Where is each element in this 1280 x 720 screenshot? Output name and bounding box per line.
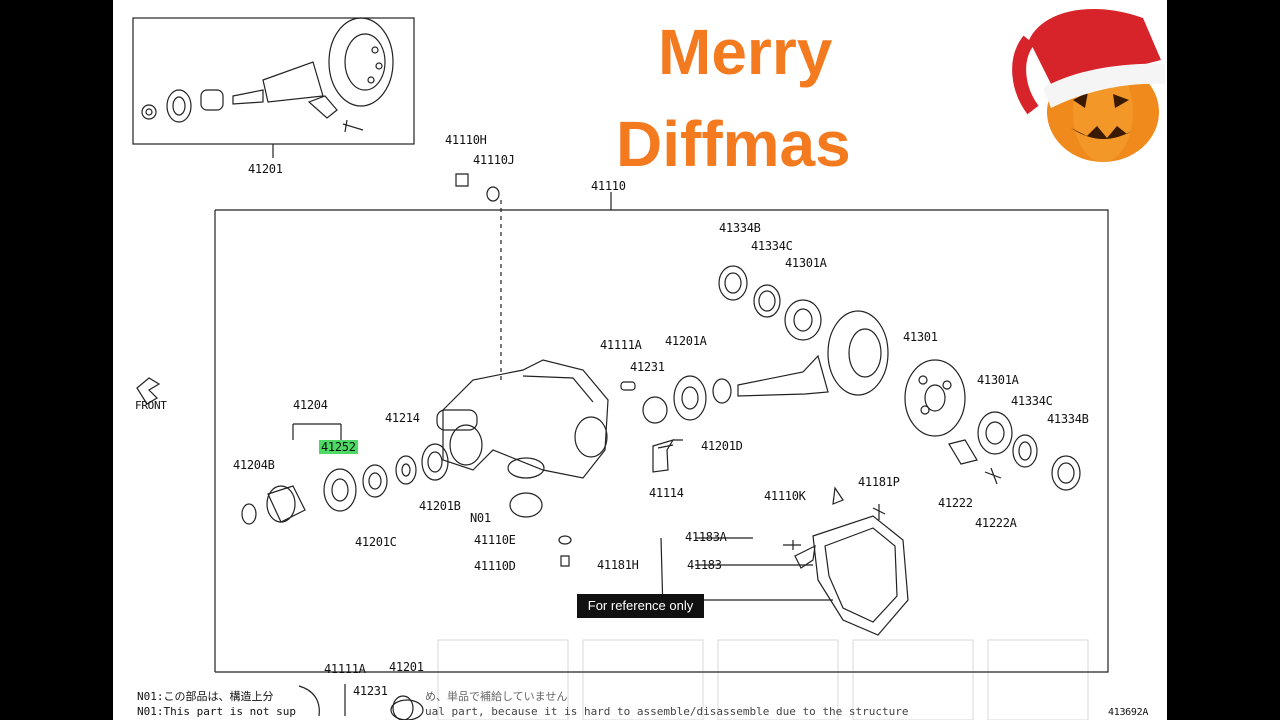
part-label-41201-bottom: 41201 <box>389 660 424 674</box>
part-label-41183a: 41183A <box>685 530 727 544</box>
part-label-41201b: 41201B <box>419 499 461 513</box>
part-label-41183: 41183 <box>687 558 722 572</box>
part-label-41110d: 41110D <box>474 559 516 573</box>
part-label-41252: 41252 <box>319 440 358 454</box>
part-label-41110k: 41110K <box>764 489 806 503</box>
exploded-view-drawing <box>132 17 1109 720</box>
part-label-41110: 41110 <box>591 179 626 193</box>
part-label-41111a: 41111A <box>600 338 642 352</box>
part-label-41110h: 41110H <box>445 133 487 147</box>
part-label-41110j: 41110J <box>473 153 515 167</box>
part-label-41231: 41231 <box>630 360 665 374</box>
note-n01-english: N01:This part is not sup <box>137 705 296 718</box>
part-label-41201d: 41201D <box>701 439 743 453</box>
highlighted-part-41252: 41252 <box>319 440 358 454</box>
part-label-41214: 41214 <box>385 411 420 425</box>
part-label-41201-inset: 41201 <box>248 162 283 176</box>
part-label-41222: 41222 <box>938 496 973 510</box>
reference-tooltip: For reference only <box>577 594 704 618</box>
front-label: FRONT <box>135 399 167 412</box>
part-label-41334b-top: 41334B <box>719 221 761 235</box>
main-frame <box>215 209 1109 673</box>
part-label-41204b: 41204B <box>233 458 275 472</box>
part-label-41204: 41204 <box>293 398 328 412</box>
part-label-41301a-right: 41301A <box>977 373 1019 387</box>
title-line-2: Diffmas <box>616 108 851 180</box>
title-line-1: Merry <box>658 16 833 88</box>
note-n01-japanese: N01:この部品は、構造上分 <box>137 690 274 703</box>
part-label-41334c-top: 41334C <box>751 239 793 253</box>
part-label-41114: 41114 <box>649 486 684 500</box>
part-label-41334c-right: 41334C <box>1011 394 1053 408</box>
part-label-41231-bottom: 41231 <box>353 684 388 698</box>
part-label-41201c: 41201C <box>355 535 397 549</box>
figure-id: 413692A <box>1108 707 1149 718</box>
part-label-41301a-top: 41301A <box>785 256 827 270</box>
inset-frame <box>132 17 415 145</box>
part-label-n01: N01 <box>470 511 491 525</box>
part-label-41181h: 41181H <box>597 558 639 572</box>
note-n01-japanese-tail: め、単品で補給していません <box>425 690 568 703</box>
part-label-41110e: 41110E <box>474 533 516 547</box>
part-label-41111a-bottom: 41111A <box>324 662 366 676</box>
part-label-41334b-right: 41334B <box>1047 412 1089 426</box>
note-n01-english-tail: ual part, because it is hard to assemble… <box>425 705 909 718</box>
part-label-41301: 41301 <box>903 330 938 344</box>
parts-diagram-page: 41201 41110H 41110J 41110 41334B 41334C … <box>113 0 1167 720</box>
part-label-41181p: 41181P <box>858 475 900 489</box>
part-label-41201a: 41201A <box>665 334 707 348</box>
part-label-41222a: 41222A <box>975 516 1017 530</box>
